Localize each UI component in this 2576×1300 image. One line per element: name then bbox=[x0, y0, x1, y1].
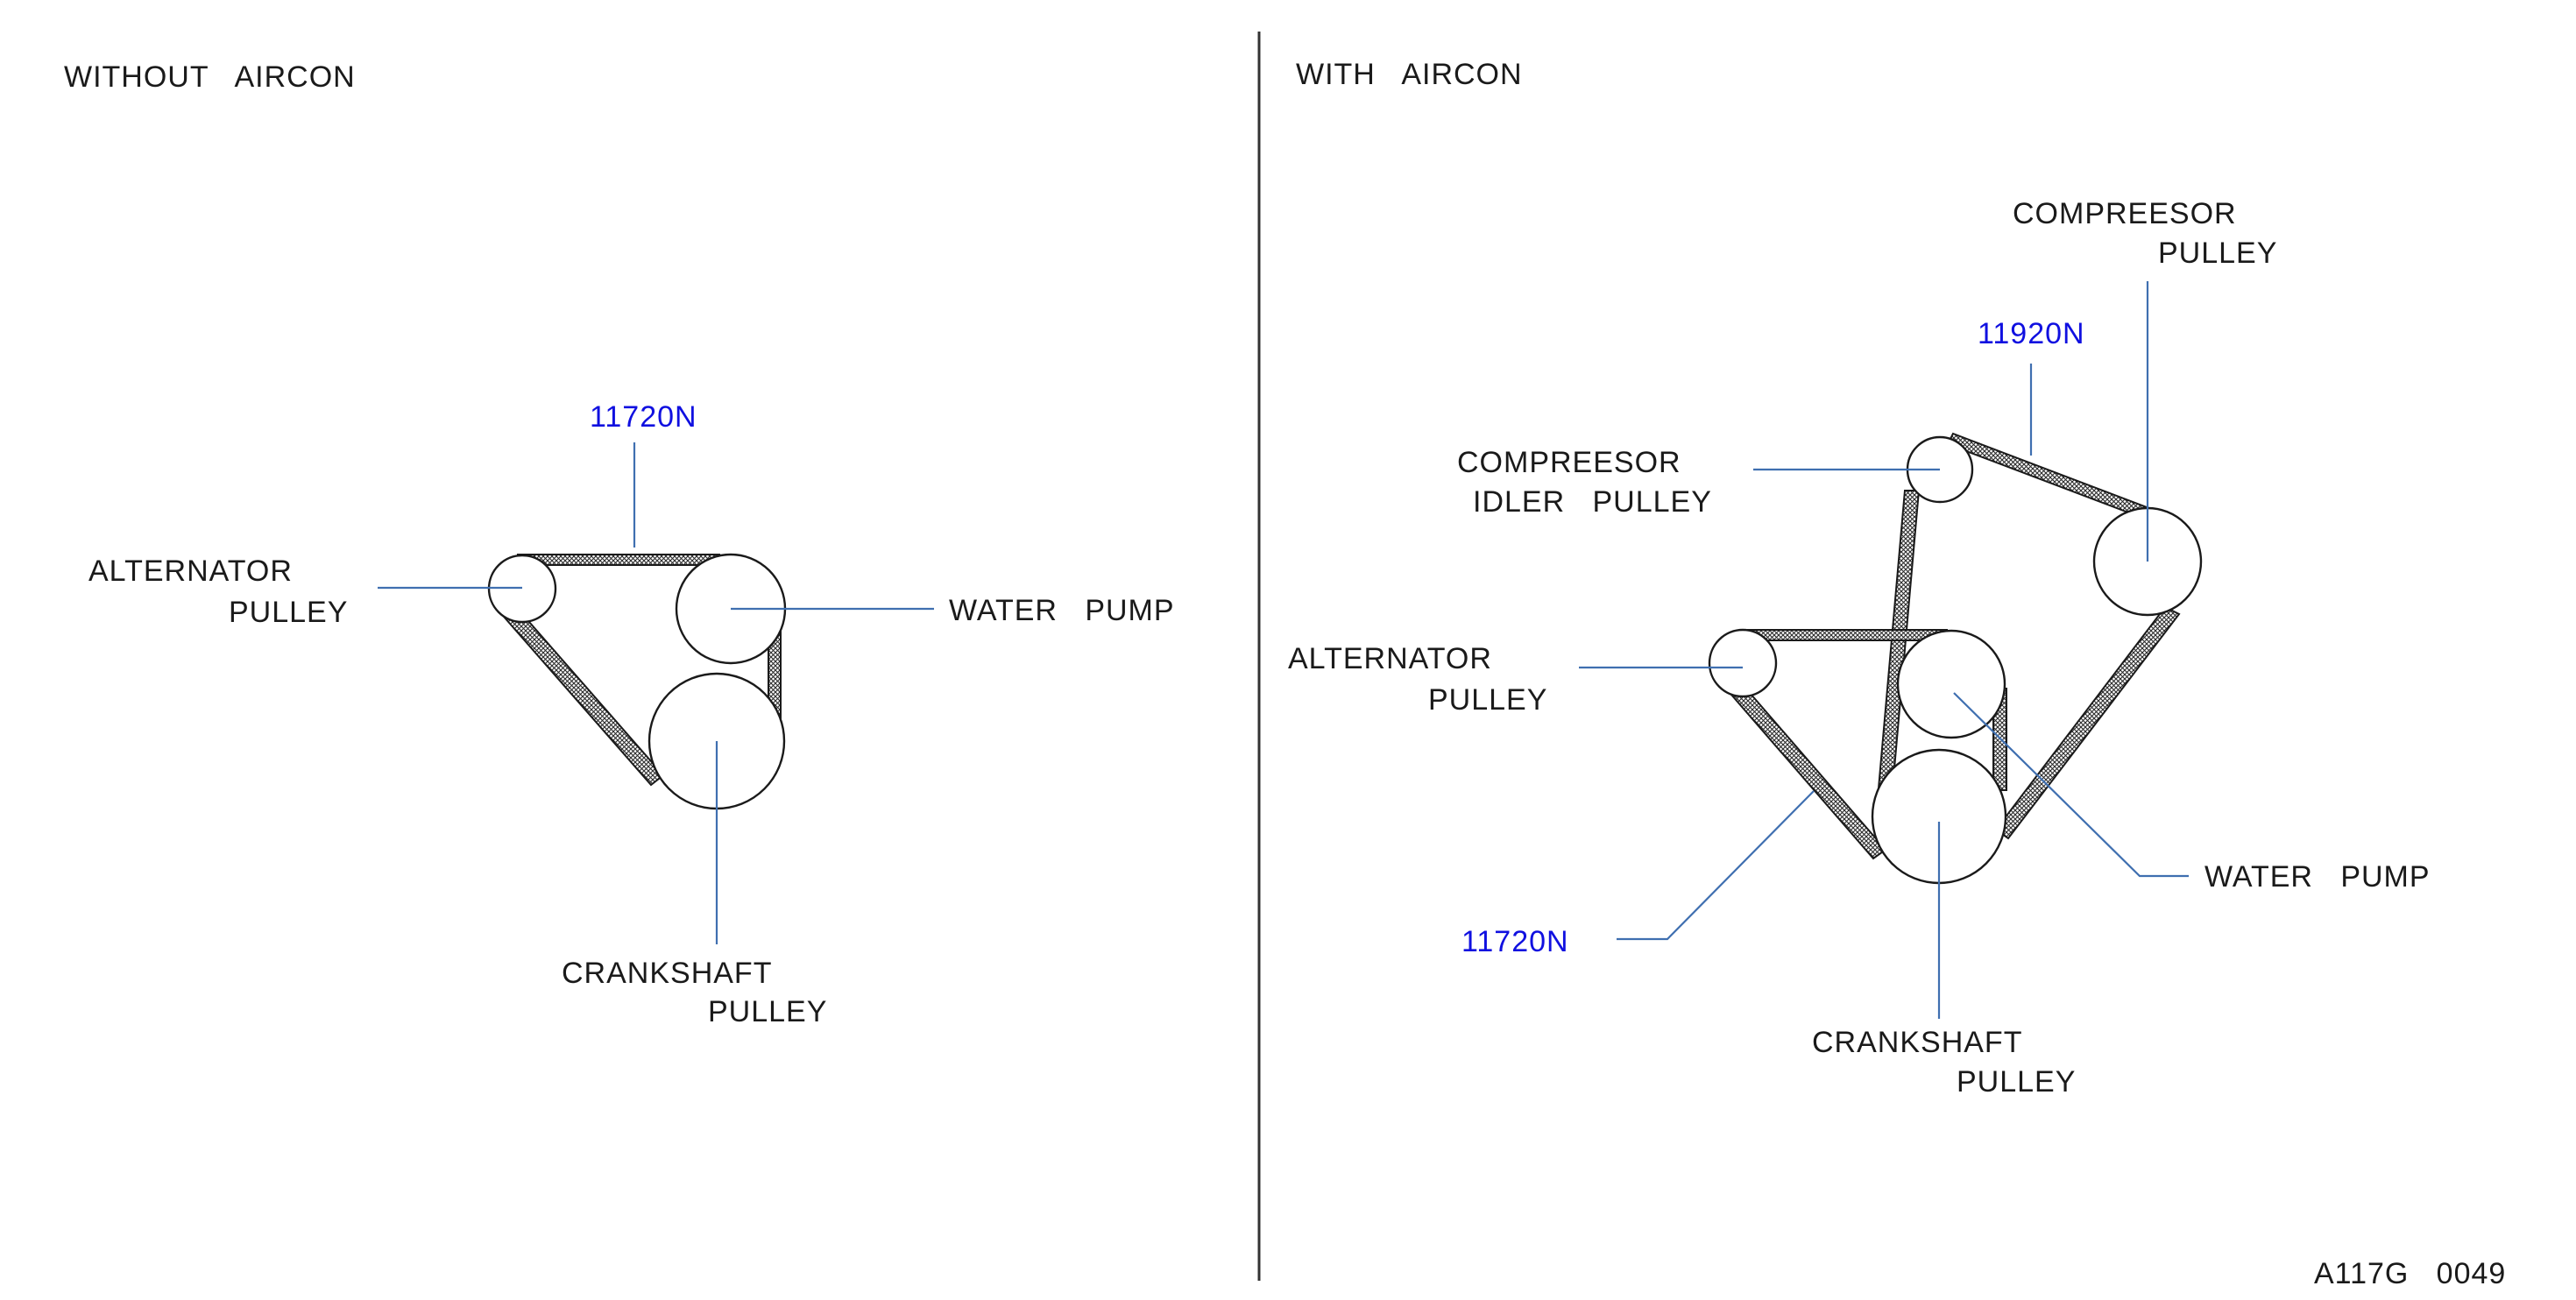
compressor-label-line1: COMPREESOR bbox=[2013, 197, 2237, 230]
left-panel: WITHOUT AIRCON 11720N ALTERNATOR PULLEY … bbox=[64, 60, 1175, 1028]
right-alternator-part-number-leader bbox=[1617, 790, 1815, 941]
compressor-belt-right-span bbox=[1994, 605, 2181, 840]
left-alternator-label-line1: ALTERNATOR bbox=[88, 555, 293, 588]
left-heading: WITHOUT AIRCON bbox=[64, 60, 356, 94]
alternator-belt-top-span bbox=[1747, 629, 1948, 641]
right-alternator-pulley bbox=[1708, 628, 1778, 698]
right-alternator-label-line1: ALTERNATOR bbox=[1288, 642, 1492, 675]
right-crankshaft-label-line1: CRANKSHAFT bbox=[1812, 1026, 2022, 1059]
idler-label-line2: IDLER PULLEY bbox=[1473, 485, 1712, 519]
right-water-pump-pulley bbox=[1896, 629, 2006, 739]
right-crankshaft-label-line2: PULLEY bbox=[1957, 1065, 2076, 1099]
right-alternator-part-number: 11720N bbox=[1461, 925, 1569, 958]
left-alternator-label-line2: PULLEY bbox=[229, 596, 348, 629]
left-water-pump-label: WATER PUMP bbox=[949, 594, 1175, 627]
left-crankshaft-label-line2: PULLEY bbox=[708, 995, 827, 1028]
left-belt-top-span bbox=[517, 554, 720, 566]
right-water-pump-leader bbox=[1953, 692, 2189, 878]
compressor-belt-top-span bbox=[1946, 432, 2160, 524]
right-panel: WITH AIRCON COMPREESOR PULLEY 1192 bbox=[1288, 58, 2431, 1099]
left-crankshaft-label-line1: CRANKSHAFT bbox=[562, 957, 772, 990]
left-belt-left-span bbox=[502, 606, 665, 787]
left-part-number: 11720N bbox=[590, 400, 697, 434]
right-heading: WITH AIRCON bbox=[1296, 58, 1523, 91]
alternator-belt-left-span bbox=[1730, 685, 1887, 860]
right-alternator-label-line2: PULLEY bbox=[1428, 683, 1547, 717]
compressor-label-line2: PULLEY bbox=[2158, 237, 2277, 270]
idler-label-line1: COMPREESOR bbox=[1457, 446, 1681, 479]
compressor-part-number: 11920N bbox=[1978, 317, 2085, 350]
right-water-pump-label: WATER PUMP bbox=[2204, 860, 2431, 894]
figure-code: A117G 0049 bbox=[2314, 1257, 2506, 1290]
